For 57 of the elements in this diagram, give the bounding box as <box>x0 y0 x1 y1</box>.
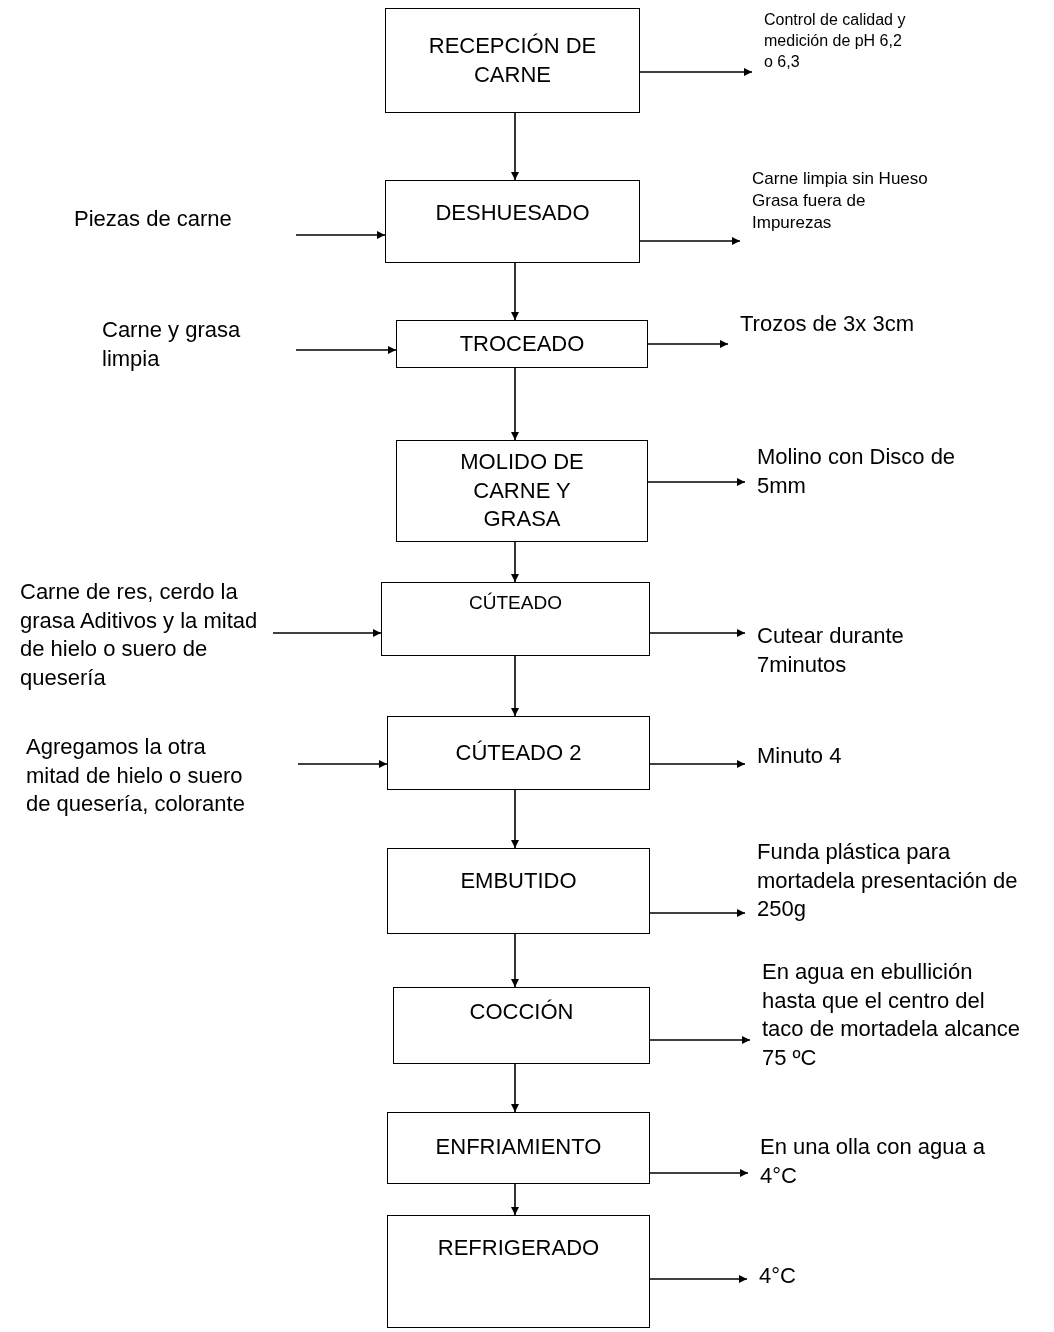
step-label: RECEPCIÓN DE CARNE <box>427 31 598 89</box>
annotation-text: Carne limpia sin Hueso Grasa fuera de Impurezas <box>752 168 929 235</box>
process-box <box>393 987 650 1064</box>
arrow <box>295 231 386 239</box>
arrow <box>295 346 397 354</box>
step-label: CÚTEADO 2 <box>455 739 582 767</box>
step-label: DESHUESADO <box>435 199 590 227</box>
arrow <box>272 629 382 637</box>
arrow <box>511 262 519 321</box>
arrow <box>649 909 746 917</box>
step-label: EMBUTIDO <box>460 867 577 895</box>
arrow <box>649 629 746 637</box>
annotation-text: Cutear durante 7minutos <box>757 622 905 679</box>
annotation-text: En una olla con agua a 4°C <box>760 1133 987 1190</box>
arrow <box>297 760 388 768</box>
annotation-text: Control de calidad y medición de pH 6,2 o 6,3 <box>764 10 907 72</box>
arrow <box>511 1063 519 1113</box>
step-label: TROCEADO <box>459 329 585 358</box>
annotation-text: Minuto 4 <box>757 742 843 770</box>
arrow <box>511 1183 519 1216</box>
arrow <box>647 478 746 486</box>
arrow <box>649 1169 749 1177</box>
process-box <box>387 1215 650 1328</box>
arrow <box>511 541 519 583</box>
annotation-text: Trozos de 3x 3cm <box>740 310 916 338</box>
annotation-text: Agregamos la otra mitad de hielo o suero de quesería, colorante <box>26 733 246 819</box>
arrow <box>639 237 741 245</box>
arrow <box>649 1036 751 1044</box>
annotation-text: 4°C <box>759 1262 797 1290</box>
process-box <box>385 180 640 263</box>
arrow <box>511 112 519 181</box>
annotation-text: Piezas de carne <box>74 205 233 233</box>
arrow <box>647 340 729 348</box>
process-box <box>385 8 640 113</box>
annotation-text: En agua en ebullición hasta que el centro del taco de mortadela alcance 75 ºC <box>762 958 1022 1072</box>
process-box <box>381 582 650 656</box>
arrow <box>649 760 746 768</box>
arrow <box>511 367 519 441</box>
annotation-text: Funda plástica para mortadela presentación de 250g <box>757 838 1019 924</box>
process-box <box>387 1112 650 1184</box>
process-box <box>396 320 648 368</box>
process-box <box>396 440 648 542</box>
arrow <box>649 1275 748 1283</box>
step-label: MOLIDO DE CARNE Y GRASA <box>459 448 585 534</box>
step-label: COCCIÓN <box>469 998 574 1026</box>
step-label: ENFRIAMIENTO <box>435 1133 602 1161</box>
arrow <box>511 933 519 988</box>
annotation-text: Carne de res, cerdo la grasa Aditivos y la mitad de hielo o suero de quesería <box>20 578 259 692</box>
process-box <box>387 848 650 934</box>
annotation-text: Carne y grasa limpia <box>102 316 242 373</box>
step-label: CÚTEADO <box>469 591 562 615</box>
arrow <box>639 68 753 76</box>
step-label: REFRIGERADO <box>437 1234 600 1262</box>
arrow <box>511 789 519 849</box>
process-box <box>387 716 650 790</box>
arrow <box>511 655 519 717</box>
annotation-text: Molino con Disco de 5mm <box>757 443 957 500</box>
